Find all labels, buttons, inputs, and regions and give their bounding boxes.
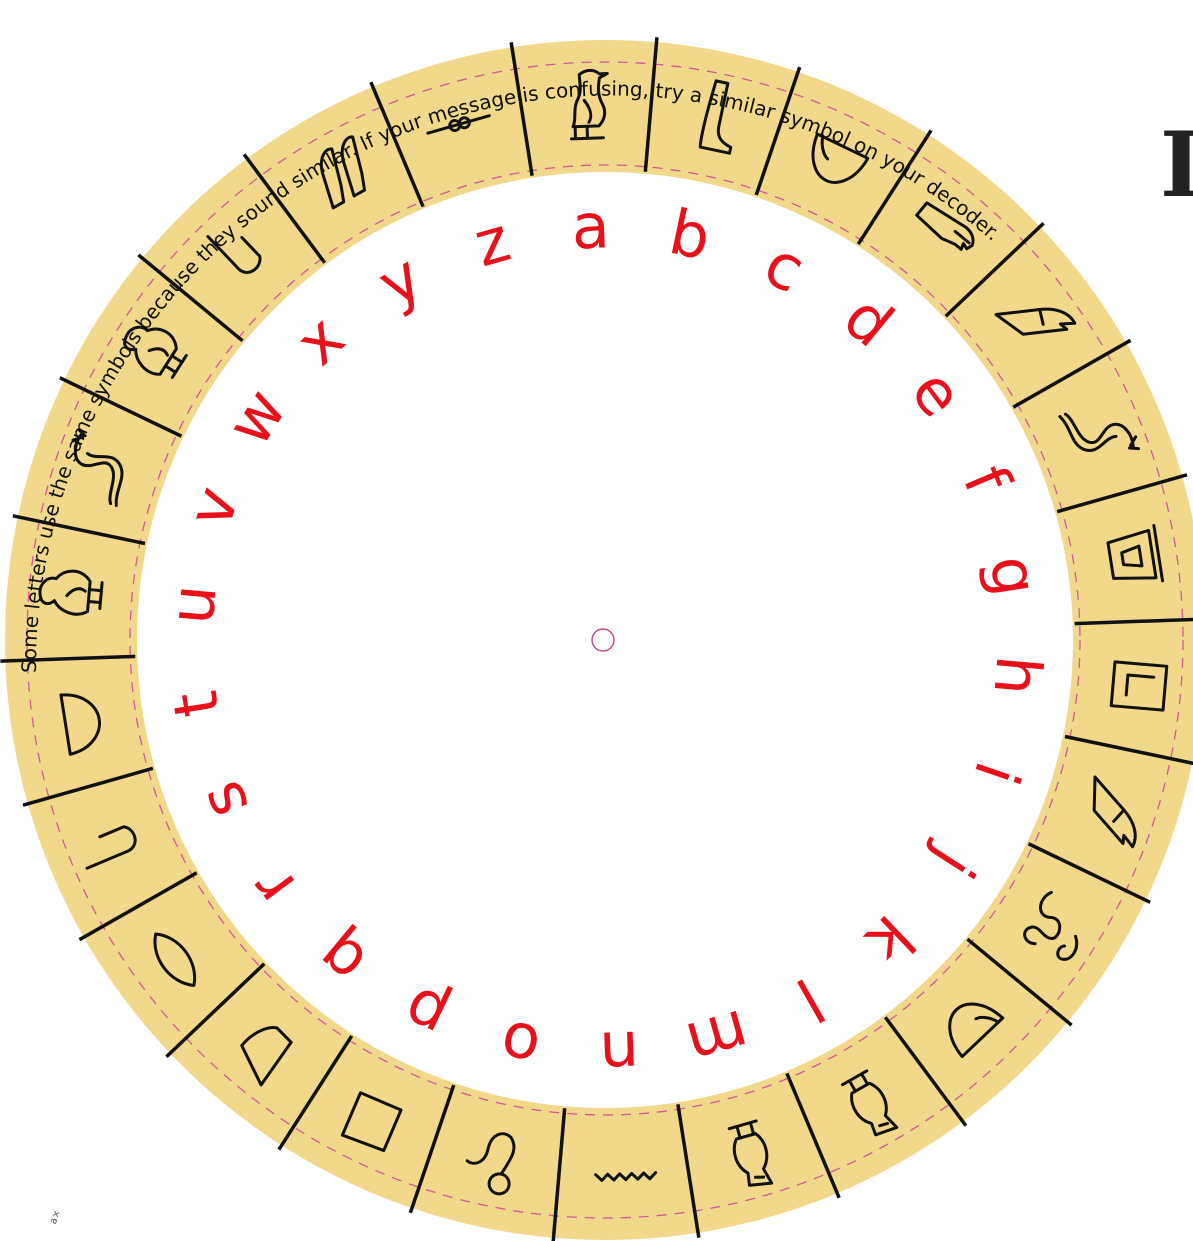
cipher-letter-u: u (154, 582, 230, 627)
inner-disc (137, 172, 1073, 1108)
heading-fragment: I (1160, 120, 1193, 210)
cipher-letter-n: n (598, 1017, 640, 1091)
cipher-letter-h: h (979, 653, 1055, 698)
cipher-letter-a: a (570, 189, 611, 263)
